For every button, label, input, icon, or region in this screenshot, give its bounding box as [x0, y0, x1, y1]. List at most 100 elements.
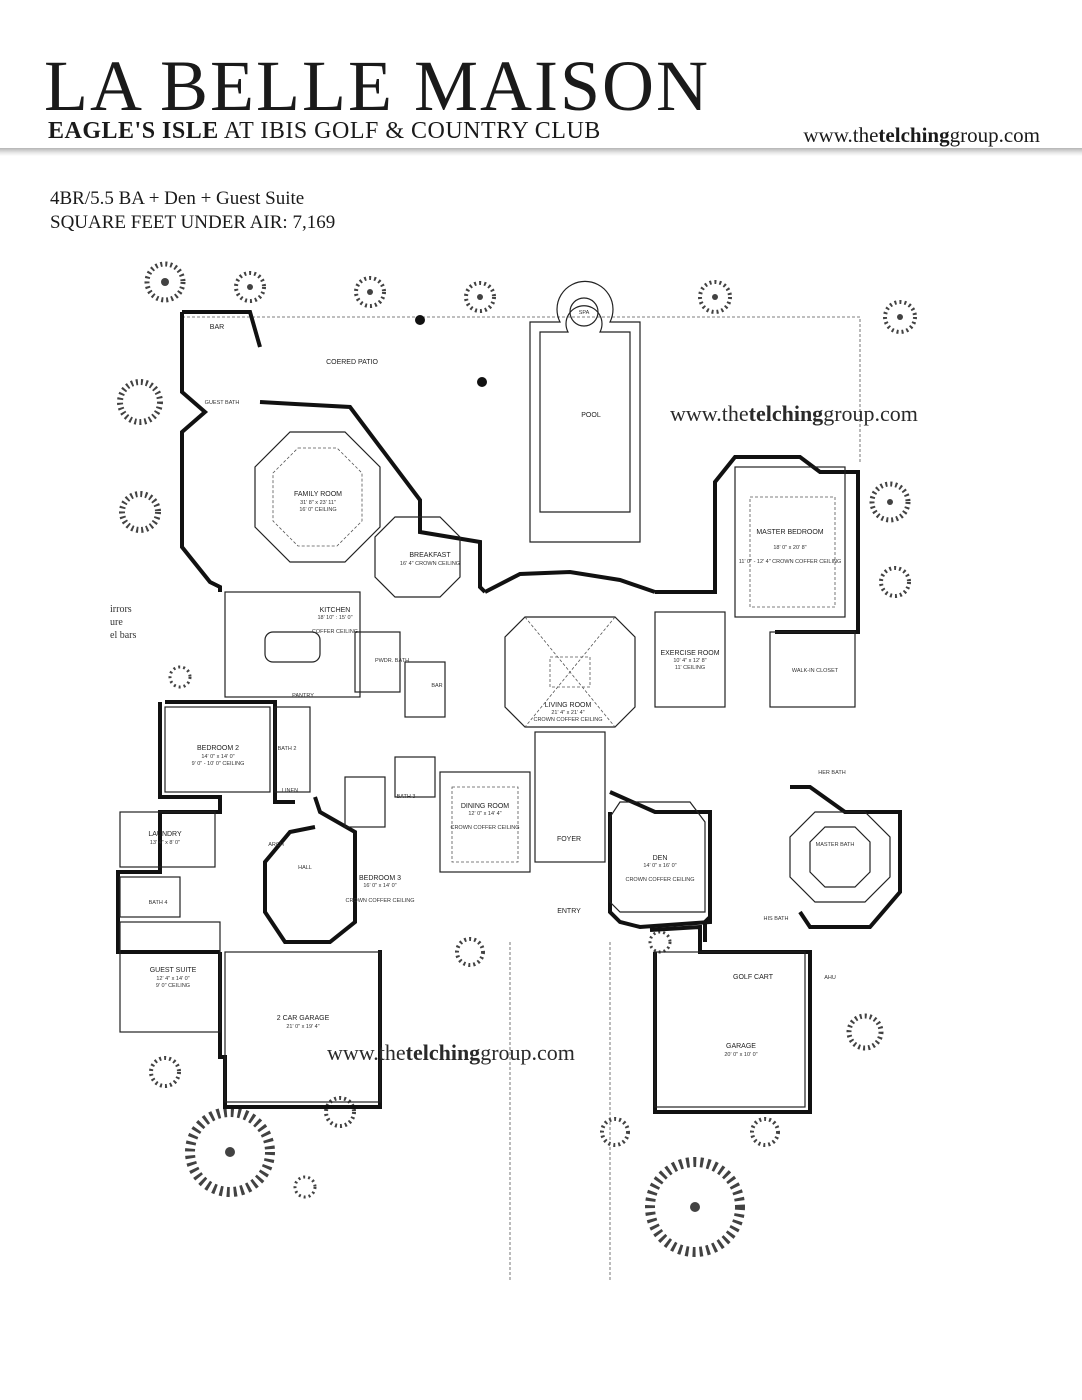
label-breakfast: BREAKFAST [409, 552, 451, 559]
palm-icon [168, 665, 192, 689]
beds-baths: 4BR/5.5 BA + Den + Guest Suite [50, 188, 305, 209]
ceiling-guest-suite: 9' 0" CEILING [156, 983, 190, 989]
kitchen-island [264, 631, 321, 663]
label-pantry: PANTRY [292, 693, 314, 699]
dim-bedroom-3: 16' 0" x 14' 0" [363, 883, 396, 889]
label-master-bath: MASTER BATH [816, 842, 855, 848]
ceiling-master-bedroom: 11' 0" - 12' 4" CROWN COFFER CEILING [739, 559, 841, 565]
label-guest-bath: GUEST BATH [205, 400, 240, 406]
landscaping [117, 261, 917, 1257]
palm-icon [846, 1013, 884, 1051]
label-laundry: LAUNDRY [148, 831, 182, 838]
label-bedroom-2: BEDROOM 2 [197, 745, 239, 752]
dim-family-room: 31' 8" x 23' 11" [300, 500, 336, 506]
dim-master-bedroom: 18' 0" x 20' 8" [773, 545, 806, 551]
palm-icon [698, 280, 732, 314]
watermark-upper: www.thetelchinggroup.com [670, 401, 918, 427]
exercise-room-outline [654, 611, 726, 708]
palm-icon [324, 1096, 356, 1128]
palm-icon [149, 1056, 181, 1088]
foyer-outline [534, 731, 606, 863]
label-powder-bath: PWDR. BATH [375, 658, 409, 664]
watermark-bold: telching [405, 1040, 481, 1065]
dim-garage: 20' 0" x 10' 0" [724, 1052, 757, 1058]
ceiling-bedroom-2: 9' 0" - 10' 0" CEILING [192, 761, 245, 767]
website-link[interactable]: www.thetelchinggroup.com [803, 123, 1040, 148]
kitchen-outline [224, 591, 361, 698]
label-ahu: AHU [824, 975, 836, 981]
label-den: DEN [653, 855, 668, 862]
watermark-suffix: group.com [823, 401, 918, 426]
page-subtitle: EAGLE'S ISLE AT IBIS GOLF & COUNTRY CLUB [48, 118, 601, 144]
palm-icon [234, 271, 266, 303]
label-bath-2: BATH 2 [278, 746, 297, 752]
header: LA BELLE MAISON EAGLE'S ISLE AT IBIS GOL… [0, 0, 1082, 150]
lanai-outline [182, 316, 861, 462]
header-divider [0, 148, 1082, 156]
palm-icon [293, 1175, 317, 1199]
palm-icon [185, 1107, 275, 1197]
floor-plan: BAR COERED PATIO SPA POOL GUEST BATH FAM… [116, 261, 917, 1282]
dim-exercise-room: 10' 4" x 12' 8" [673, 658, 706, 664]
website-prefix: www.the [803, 123, 879, 147]
label-his-bath: HIS BATH [764, 916, 789, 922]
ceiling-breakfast: 16' 4" CROWN CEILING [400, 561, 460, 567]
cropped-side-note: irrors ure el bars [110, 603, 136, 642]
label-pool: POOL [581, 412, 601, 419]
label-master-bedroom: MASTER BEDROOM [756, 529, 823, 536]
subtitle-club: AT IBIS GOLF & COUNTRY CLUB [218, 118, 601, 144]
palm-icon [144, 261, 186, 303]
family-room-coffer [254, 431, 381, 563]
property-specs: 4BR/5.5 BA + Den + Guest Suite SQUARE FE… [50, 187, 335, 235]
label-living-room: LIVING ROOM [545, 702, 592, 709]
palm-icon [879, 566, 911, 598]
label-bath-3: BATH 3 [397, 794, 416, 800]
guest-suite-outline [119, 921, 221, 1033]
label-kitchen: KITCHEN [320, 607, 351, 614]
label-dining-room: DINING ROOM [461, 803, 509, 810]
palm-icon [464, 281, 496, 313]
dim-living-room: 21' 4" x 21' 4" [551, 710, 584, 716]
watermark-bold: telching [748, 401, 824, 426]
ceiling-kitchen: COFFER CEILING [312, 629, 358, 635]
side-note-line-3: el bars [110, 630, 137, 641]
breakfast-coffer [374, 516, 461, 598]
page-title: LA BELLE MAISON [44, 46, 710, 126]
den-outline [609, 801, 706, 913]
ceiling-bedroom-3: CROWN COFFER CEILING [345, 898, 414, 904]
label-2-car-garage: 2 CAR GARAGE [277, 1015, 330, 1022]
ceiling-living-room: CROWN COFFER CEILING [533, 717, 602, 723]
dim-laundry: 13' 4" x 8' 0" [150, 840, 180, 846]
dim-dining-room: 12' 0" x 14' 4" [468, 811, 501, 817]
label-arch: ARCH [268, 842, 284, 848]
watermark-lower: www.thetelchinggroup.com [327, 1040, 575, 1066]
dim-guest-suite: 12' 4" x 14' 0" [156, 976, 189, 982]
label-entry: ENTRY [557, 908, 581, 915]
dim-2-car-garage: 21' 0" x 19' 4" [286, 1024, 319, 1030]
palm-icon [455, 937, 485, 967]
watermark-prefix: www.the [670, 401, 749, 426]
palm-icon [117, 379, 163, 425]
square-feet: SQUARE FEET UNDER AIR: 7,169 [50, 212, 336, 233]
ceiling-dining-room: CROWN COFFER CEILING [450, 825, 519, 831]
label-golf-cart: GOLF CART [733, 974, 774, 981]
palm-icon [354, 276, 386, 308]
dining-outline [439, 771, 531, 873]
dim-kitchen: 18' 10" : 15' 0" [317, 615, 352, 621]
side-note-line-2: ure [110, 617, 123, 628]
palm-icon [648, 930, 672, 954]
palm-icon [600, 1117, 630, 1147]
palm-icon [750, 1117, 780, 1147]
label-foyer: FOYER [557, 836, 581, 843]
website-suffix: group.com [949, 123, 1040, 147]
label-linen: LINEN [282, 788, 298, 794]
label-master-walk-in-closet: WALK-IN CLOSET [792, 668, 839, 674]
label-covered-patio: COERED PATIO [326, 359, 378, 366]
master-bath-outline [789, 811, 891, 903]
label-family-room: FAMILY ROOM [294, 491, 342, 498]
ceiling-exercise-room: 11' CEILING [675, 665, 705, 671]
label-bar: BAR [210, 324, 224, 331]
label-garage: GARAGE [726, 1043, 756, 1050]
dim-bedroom-2: 14' 0" x 14' 0" [201, 754, 234, 760]
label-guest-suite: GUEST SUITE [150, 967, 197, 974]
